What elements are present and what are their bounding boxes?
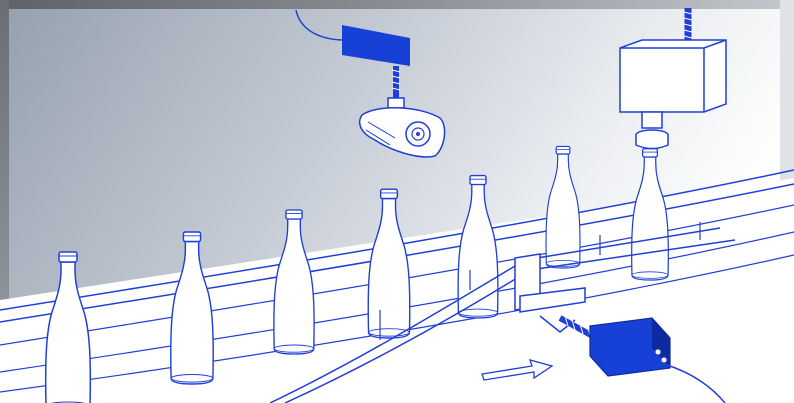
top-frame [0,0,794,9]
